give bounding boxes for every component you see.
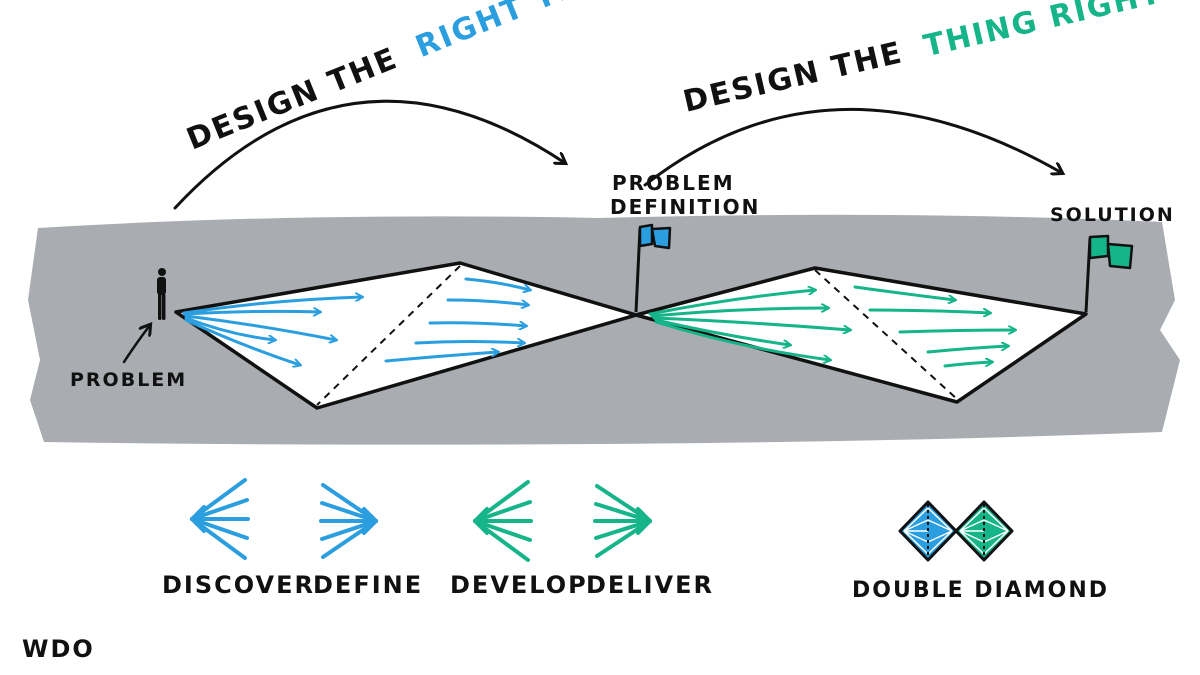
blue-flag-icon (634, 223, 672, 313)
person-icon (157, 268, 166, 320)
right-diamond (634, 266, 1088, 404)
discover-arrows (182, 297, 362, 365)
develop-arrows (648, 290, 850, 360)
double-diamond-icon (898, 500, 1014, 562)
wdo-logo: WDO (22, 635, 95, 663)
heading-left-accent: RIGHT THING (411, 0, 650, 65)
problem-pointer-arrow (122, 325, 150, 364)
legend-label: DOUBLE DIAMOND (852, 578, 1109, 603)
phase-label-define: DEFINE (313, 571, 423, 599)
develop-glyph-icon (473, 480, 533, 562)
heading-right-accent: THING RIGHT (920, 0, 1165, 64)
phase-label-discover: DISCOVER (162, 571, 315, 599)
heading-left: DESIGN THE RIGHT THING (182, 0, 650, 157)
problem-definition-label-line2: DEFINITION (610, 195, 760, 219)
define-arrows (384, 277, 530, 363)
problem-definition-label-line1: PROBLEM (612, 171, 735, 195)
phase-label-develop: DEVELOP (450, 571, 588, 599)
green-flag-icon (1084, 234, 1134, 313)
discover-glyph-icon (190, 478, 250, 560)
phase-label-deliver: DELIVER (586, 571, 714, 599)
define-glyph-icon (319, 483, 378, 559)
problem-label: PROBLEM (70, 369, 187, 391)
left-arc-arrow (173, 99, 565, 210)
heading-right-prefix: DESIGN THE (680, 35, 907, 120)
solution-label: SOLUTION (1050, 204, 1175, 226)
right-diamond-divider (814, 269, 958, 400)
deliver-arrows (853, 285, 1015, 368)
heading-left-prefix: DESIGN THE (182, 41, 403, 158)
heading-right: DESIGN THE THING RIGHT (680, 0, 1166, 120)
right-arc-arrow (643, 108, 1062, 187)
deliver-glyph-icon (593, 484, 652, 558)
